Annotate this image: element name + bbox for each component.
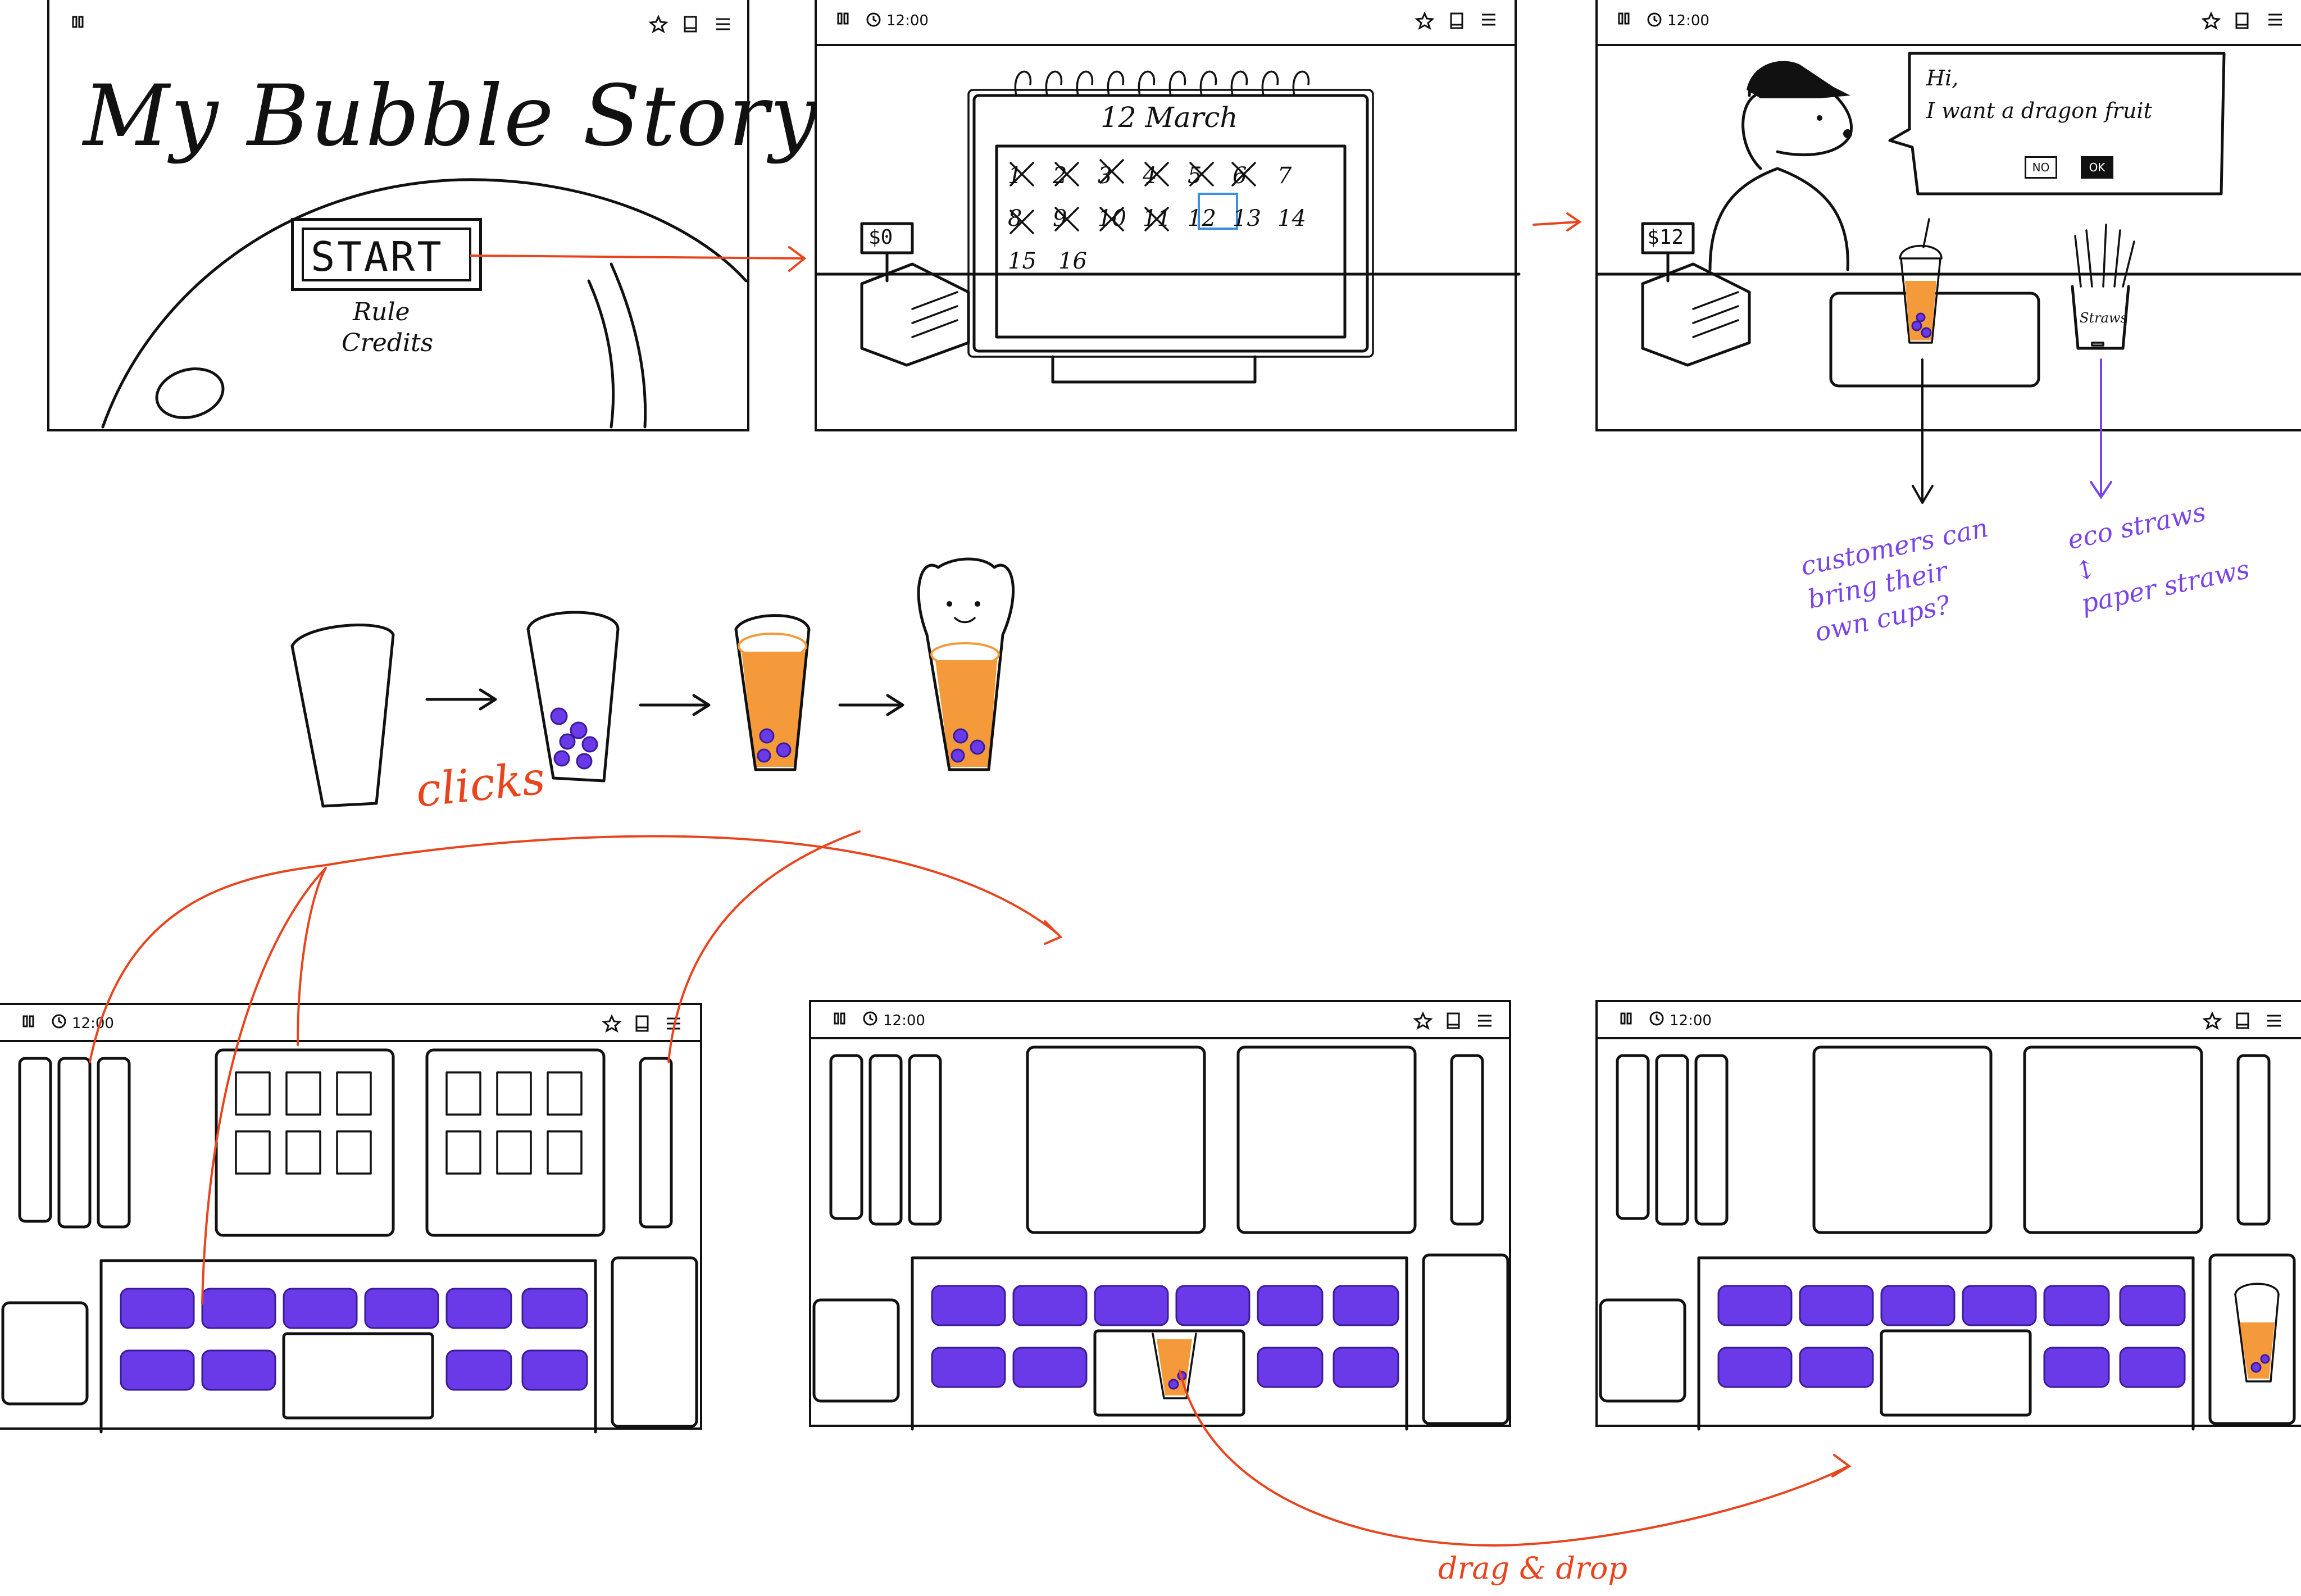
game-title: My Bubble Story [83, 67, 819, 165]
calendar-day: 11 [1143, 206, 1171, 231]
register-display: $12 [1647, 226, 1684, 249]
no-label: NO [2032, 161, 2050, 174]
clock-time: 12:00 [886, 12, 929, 29]
straws-label: Straws [2080, 310, 2127, 326]
order-speech: Hi, I want a dragon fruit [1926, 66, 2152, 123]
empty-cup-icon [290, 624, 395, 808]
prep-station [812, 1045, 1509, 1431]
top-bar: 12:00 [1598, 1002, 2301, 1039]
calendar-day: 1 [1008, 163, 1022, 189]
calendar-day: 8 [1008, 206, 1022, 231]
calendar-day: 13 [1233, 206, 1261, 231]
menu-rule[interactable]: Rule [353, 298, 410, 326]
speech-bubble [1888, 52, 2226, 195]
calendar-day: 9 [1053, 206, 1067, 231]
trash-bin-icon [1, 1301, 89, 1406]
prep-station [1599, 1045, 2296, 1431]
arrow-icon [639, 694, 711, 716]
prep-screen-1: 12:00 [0, 1003, 702, 1434]
calendar-grid: 1 2 3 4 5 6 7 8 9 10 11 12 13 14 15 16 [1008, 163, 1345, 274]
calendar-row: 15 16 [1008, 248, 1345, 274]
boba-tub-icon [120, 1288, 588, 1391]
assembly-area [282, 1332, 434, 1420]
prep-screen-3: 12:00 [1595, 1000, 2301, 1431]
calendar-day: 3 [1098, 163, 1112, 189]
note-drag-drop: drag & drop [1438, 1550, 1627, 1586]
arrow-icon [838, 694, 904, 716]
calendar-day: 4 [1143, 163, 1157, 189]
cup-with-tea-icon [734, 614, 811, 771]
calendar-day: 15 [1008, 248, 1036, 274]
calendar-day: 16 [1058, 248, 1087, 274]
calendar-screen: 12:00 [815, 0, 1521, 431]
ok-label: OK [2089, 161, 2106, 174]
calendar-day: 14 [1277, 206, 1306, 231]
cup-with-lid-icon [917, 557, 1015, 771]
calendar-rings [1014, 70, 1310, 97]
bubble-sketch [101, 178, 748, 429]
bubble-tea-cup-icon [1899, 218, 1943, 344]
top-bar: 12:00 [817, 0, 1515, 46]
no-button[interactable]: NO [2025, 156, 2057, 179]
cup-dispenser-icon [18, 1057, 673, 1229]
top-bar: 12:00 [0, 1005, 700, 1042]
prep-station [1, 1048, 698, 1434]
order-ticket [611, 1256, 698, 1428]
start-button[interactable]: START [291, 218, 482, 291]
menu-credits[interactable]: Credits [342, 329, 434, 357]
cup-with-boba-icon [526, 611, 620, 783]
top-bar: 12:00 [811, 1002, 1509, 1039]
calendar-title: 12 March [1101, 101, 1238, 134]
today-highlight [1198, 193, 1238, 230]
straws-jar-icon [2071, 224, 2135, 350]
calendar-day: 6 [1233, 163, 1247, 189]
clock-time: 12:00 [72, 1015, 114, 1032]
counter-line [815, 70, 1521, 384]
arrow-icon [425, 688, 497, 711]
calendar-day: 7 [1277, 163, 1292, 189]
finished-drink-icon [2234, 1283, 2280, 1383]
calendar-day: 2 [1053, 163, 1067, 189]
ok-button[interactable]: OK [2081, 156, 2113, 179]
clock-time: 12:00 [1670, 1012, 1712, 1029]
crossed-days [1009, 159, 1256, 234]
register-display: $0 [868, 226, 893, 249]
clock-time: 12:00 [883, 1012, 925, 1029]
cash-register-icon [1641, 222, 1751, 367]
calendar-day: 5 [1188, 163, 1202, 189]
prep-screen-2: 12:00 [809, 1000, 1511, 1431]
title-screen: My Bubble Story START Rule Credits [47, 0, 817, 431]
top-bar: 12:00 [1598, 0, 2301, 46]
clock-time: 12:00 [1667, 12, 1709, 29]
calendar-day: 10 [1098, 206, 1126, 231]
calendar-row: 1 2 3 4 5 6 7 [1008, 163, 1345, 189]
order-screen: 12:00 [1595, 0, 2301, 431]
order-scene [1596, 52, 2301, 388]
calendar-row: 8 9 10 11 12 13 14 [1008, 206, 1345, 231]
start-label: START [311, 233, 444, 280]
calendar-day-today[interactable]: 12 [1188, 206, 1216, 231]
customer-dog-icon [1708, 61, 1853, 271]
